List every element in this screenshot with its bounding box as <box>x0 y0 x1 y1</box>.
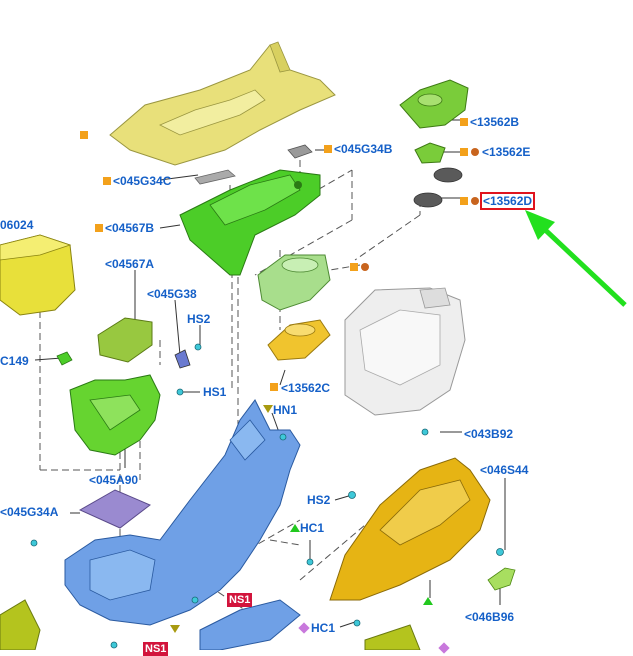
callout-hs2-upper[interactable]: HS2 <box>187 312 211 326</box>
callout-045g34b[interactable]: <045G34B <box>334 142 393 156</box>
triangle-marker <box>263 405 273 413</box>
part-045g38 <box>174 349 191 369</box>
circle-marker <box>471 148 479 156</box>
top-bezel-part <box>109 41 336 166</box>
callout-hc1-lower[interactable]: HC1 <box>311 621 336 635</box>
cupholder-gold <box>267 319 331 361</box>
callout-13562b[interactable]: <13562B <box>470 115 520 129</box>
bin-04567a <box>97 317 153 363</box>
callout-045a90[interactable]: <045A90 <box>89 473 139 487</box>
square-marker <box>460 197 468 205</box>
cupholder-assembly-top-right <box>399 79 469 208</box>
green-lower-bracket <box>69 374 161 456</box>
cupholder-light-green <box>257 254 331 311</box>
callout-045g34c[interactable]: <045G34C <box>113 174 172 188</box>
square-marker <box>95 224 103 232</box>
pointer-arrow <box>525 210 627 307</box>
green-console-bin <box>179 169 321 276</box>
square-marker <box>80 131 88 139</box>
cover-045g34b <box>287 144 313 159</box>
clip-046b96 <box>487 567 516 591</box>
cover-045g34c <box>194 169 236 185</box>
callout-046b96[interactable]: <046B96 <box>465 610 515 624</box>
gold-side-panel <box>329 457 491 601</box>
callout-c149[interactable]: C149 <box>0 354 29 368</box>
bottom-right-panel <box>364 624 421 650</box>
square-marker <box>103 177 111 185</box>
callout-06024[interactable]: 06024 <box>0 218 34 232</box>
callout-hs1[interactable]: HS1 <box>203 385 227 399</box>
armrest-06024 <box>0 234 76 316</box>
blue-console-frame <box>64 399 301 650</box>
callout-045g34a[interactable]: <045G34A <box>0 505 59 519</box>
callout-13562d[interactable]: <13562D <box>480 192 536 210</box>
callout-red-tag-1[interactable]: NS1 <box>227 593 253 607</box>
callout-hc1-upper[interactable]: HC1 <box>300 521 325 535</box>
callout-hs2-lower[interactable]: HS2 <box>307 493 331 507</box>
square-marker <box>270 383 278 391</box>
square-marker <box>460 118 468 126</box>
callout-043b92[interactable]: <043B92 <box>464 427 514 441</box>
triangle-marker <box>423 597 433 605</box>
callout-046s44[interactable]: <046S44 <box>480 463 529 477</box>
triangle-marker <box>170 625 180 633</box>
circle-marker <box>471 197 479 205</box>
pad-045g34a <box>78 489 151 529</box>
square-marker <box>324 145 332 153</box>
square-marker <box>350 263 358 271</box>
circle-marker <box>361 263 369 271</box>
callout-red-tag-2[interactable]: NS1 <box>143 642 169 656</box>
square-marker <box>460 148 468 156</box>
callout-04567b[interactable]: <04567B <box>105 221 155 235</box>
fasteners <box>30 343 504 649</box>
callout-hn1[interactable]: HN1 <box>273 403 298 417</box>
part-c149 <box>56 351 73 366</box>
callout-04567a[interactable]: <04567A <box>105 257 155 271</box>
hvac-unit <box>344 287 466 416</box>
callout-13562e[interactable]: <13562E <box>482 145 531 159</box>
callout-13562c[interactable]: <13562C <box>281 381 331 395</box>
bottom-left-panel <box>0 599 41 650</box>
triangle-marker <box>290 524 300 532</box>
callout-045g38[interactable]: <045G38 <box>147 287 197 301</box>
